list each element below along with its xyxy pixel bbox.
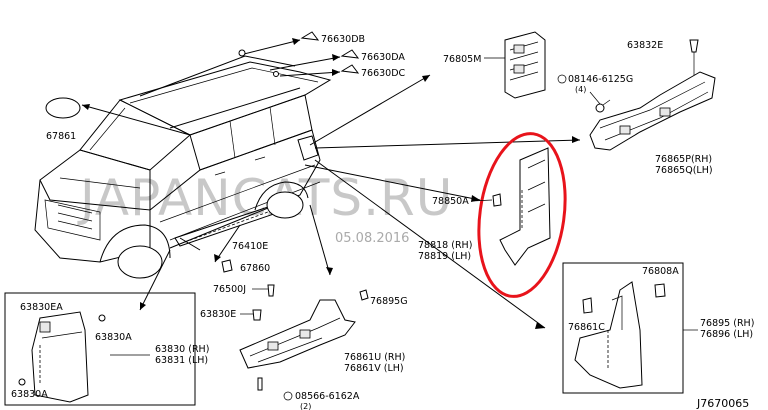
label-63830A-lower: 63830A	[11, 389, 48, 400]
label-76808A: 76808A	[642, 266, 679, 277]
upper-right-bracket	[589, 39, 716, 151]
diagram-ref-code: J7670065	[696, 397, 749, 410]
label-76861V: 76861V (LH)	[344, 363, 404, 374]
label-76895G: 76895G	[370, 296, 408, 307]
center-mudguard	[492, 147, 551, 266]
lower-small-parts	[221, 259, 369, 401]
label-78850A: 78850A	[432, 196, 469, 207]
arrow-heads	[82, 38, 580, 329]
leader-lines	[81, 39, 581, 329]
label-63830EA: 63830EA	[20, 302, 63, 313]
inset-rear-mudguard	[562, 262, 684, 394]
label-08146-qty: (4)	[575, 85, 586, 94]
lower-splash-guard	[239, 299, 356, 369]
label-76861C: 76861C	[568, 322, 605, 333]
front-mudguard	[18, 311, 106, 403]
label-76805M: 76805M	[443, 54, 481, 65]
label-08566-6162A: 08566-6162A	[295, 391, 360, 402]
label-76630DA: 76630DA	[361, 52, 405, 63]
label-76861U: 76861U (RH)	[344, 352, 405, 363]
watermark-date: 05.08.2016	[335, 231, 409, 246]
label-76630DC: 76630DC	[361, 68, 406, 79]
label-63832E: 63832E	[627, 40, 663, 51]
label-76500J: 76500J	[213, 284, 246, 295]
label-63830E: 63830E	[200, 309, 236, 320]
label-63830A-upper: 63830A	[95, 332, 132, 343]
label-78819: 78819 (LH)	[418, 251, 471, 262]
label-08146-6125G: 08146-6125G	[568, 74, 633, 85]
part-67861-shape	[45, 97, 81, 119]
vehicle-illustration	[34, 55, 332, 279]
inset-front-mudguard	[4, 292, 196, 406]
label-76865Q: 76865Q(LH)	[655, 165, 713, 176]
label-76865P: 76865P(RH)	[655, 154, 712, 165]
label-67861: 67861	[46, 131, 76, 142]
roof-clip-parts	[238, 31, 360, 77]
label-76630DB: 76630DB	[321, 34, 365, 45]
label-78818: 78818 (RH)	[418, 240, 472, 251]
watermark: JAPANCATS.RU	[77, 169, 453, 227]
label-63830: 63830 (RH)	[155, 344, 209, 355]
label-63831: 63831 (LH)	[155, 355, 208, 366]
label-76896: 76896 (LH)	[700, 329, 753, 340]
label-67860: 67860	[240, 263, 270, 274]
label-76895: 76895 (RH)	[700, 318, 754, 329]
label-08566-qty: (2)	[300, 402, 311, 410]
rear-mudguard	[574, 281, 666, 389]
label-76410E: 76410E	[232, 241, 268, 252]
highlight-ellipse	[477, 132, 567, 298]
clip-76805M	[504, 31, 546, 99]
